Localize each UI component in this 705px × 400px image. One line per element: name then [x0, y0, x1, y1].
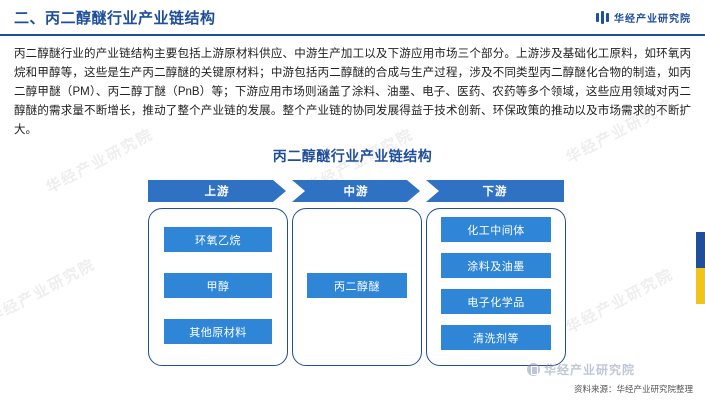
- stage-item: 涂料及油墨: [441, 253, 551, 278]
- brand-logo: 华经产业研究院: [596, 10, 691, 25]
- stage-item: 丙二醇醚: [307, 273, 407, 298]
- page-header: 二、丙二醇醚行业产业链结构 华经产业研究院: [0, 0, 705, 36]
- logo-mark-icon: [526, 363, 540, 376]
- stage-banner-downstream: 下游: [426, 180, 564, 202]
- value-chain-diagram: 丙二醇醚行业产业链结构 上游 环氧乙烷 甲醇 其他原材料 中游 丙二醇醚 下游 …: [0, 146, 705, 378]
- stage-box-midstream: 丙二醇醚: [292, 208, 422, 366]
- stage-item: 清洗剂等: [441, 325, 551, 350]
- page-title: 二、丙二醇醚行业产业链结构: [14, 9, 216, 27]
- diagram-title: 丙二醇醚行业产业链结构: [272, 148, 433, 164]
- stage-item: 电子化学品: [441, 289, 551, 314]
- stage-item: 其他原材料: [164, 319, 272, 344]
- brand-bars-icon: [596, 10, 609, 24]
- stage-banner-midstream: 中游: [292, 180, 420, 202]
- diagram-flow: 上游 环氧乙烷 甲醇 其他原材料 中游 丙二醇醚 下游 化工中间体 涂料及油墨 …: [0, 172, 705, 372]
- stage-item: 甲醇: [164, 273, 272, 298]
- intro-paragraph: 丙二醇醚行业的产业链结构主要包括上游原材料供应、中游生产加工以及下游应用市场三个…: [14, 48, 691, 136]
- stage-box-downstream: 化工中间体 涂料及油墨 电子化学品 清洗剂等: [426, 208, 566, 366]
- stage-banner-upstream: 上游: [148, 180, 286, 202]
- source-note: 资料来源：华经产业研究院整理: [573, 384, 693, 394]
- stage-item: 环氧乙烷: [164, 227, 272, 252]
- edge-accent-blue: [696, 232, 705, 268]
- footer-logo-label: 华经产业研究院: [543, 363, 635, 377]
- stage-item: 化工中间体: [441, 217, 551, 242]
- brand-label: 华经产业研究院: [614, 13, 691, 25]
- edge-accent-yellow: [696, 268, 705, 304]
- footer-logo: 华经产业研究院: [526, 361, 635, 378]
- stage-box-upstream: 环氧乙烷 甲醇 其他原材料: [148, 208, 288, 366]
